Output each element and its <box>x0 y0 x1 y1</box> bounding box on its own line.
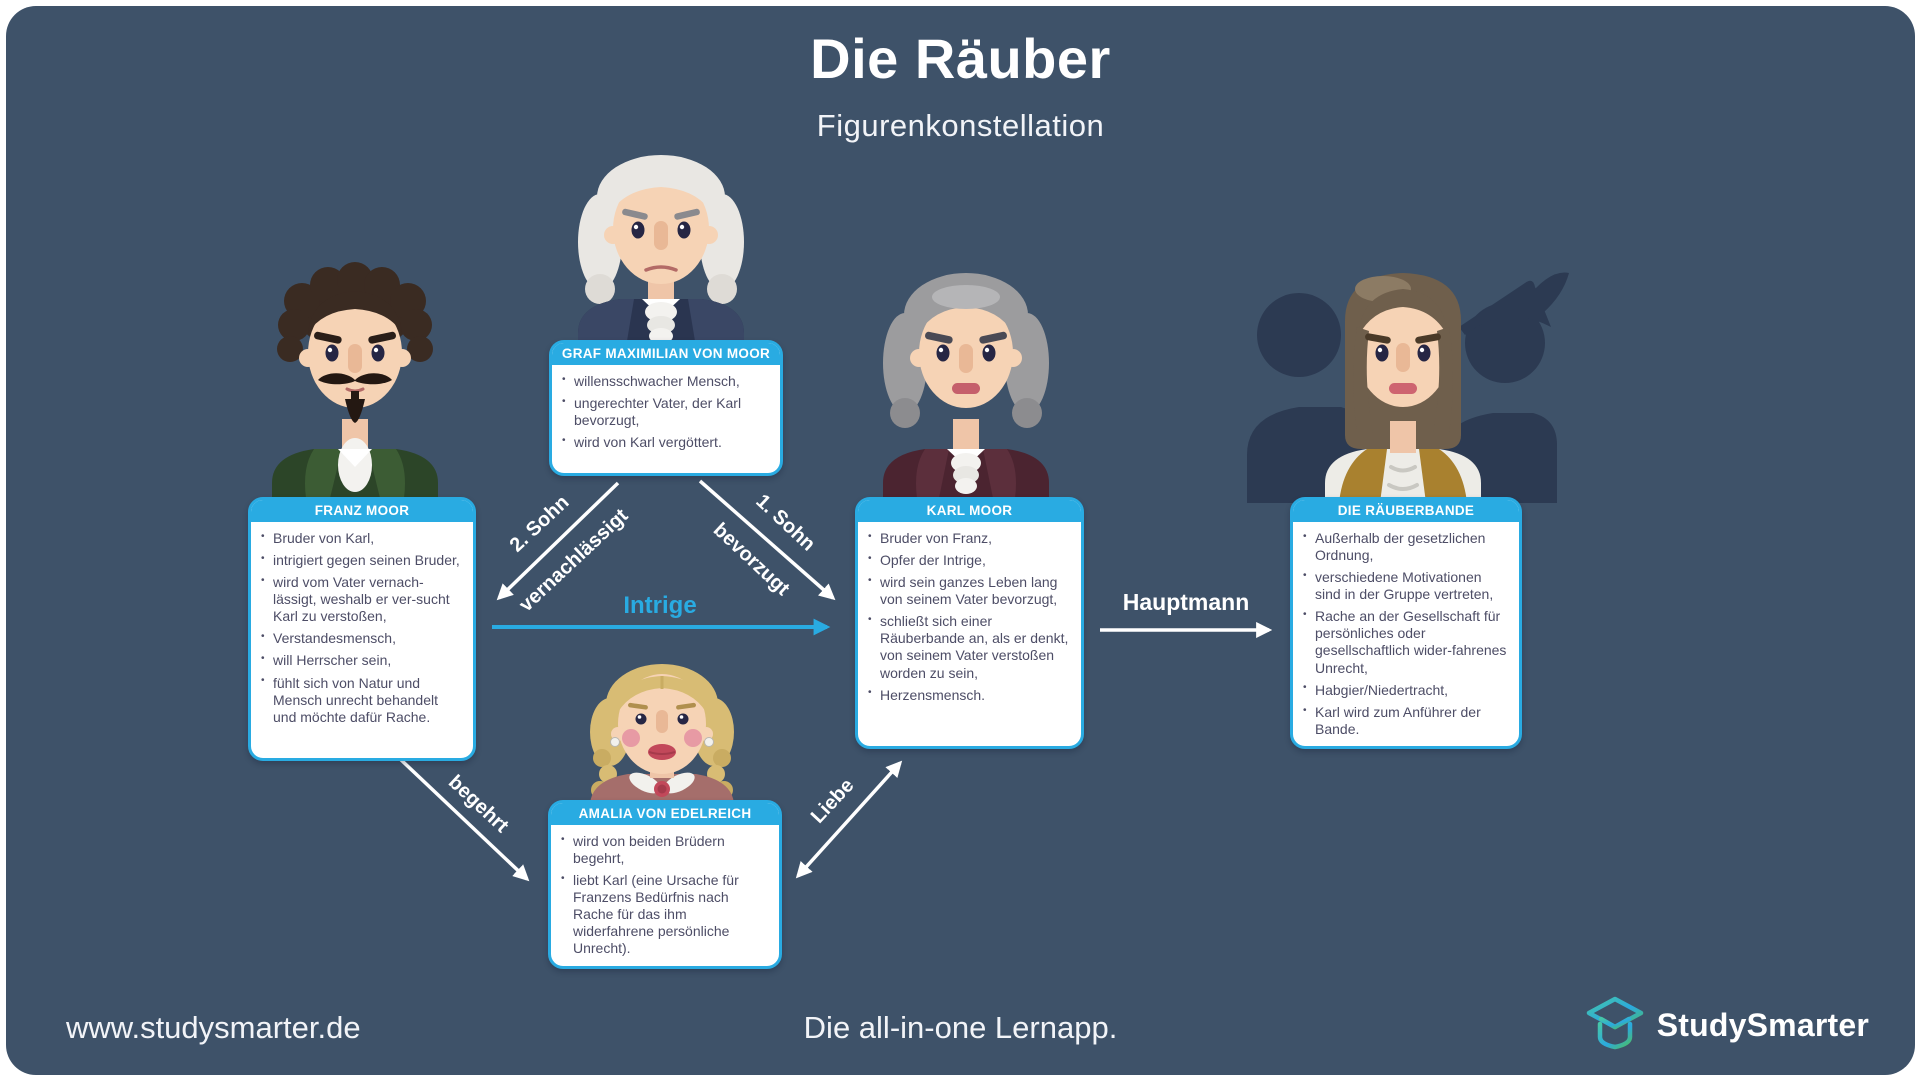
character-card-karl: KARL MOOR Bruder von Franz, Opfer der In… <box>855 497 1084 749</box>
studysmarter-logo-icon <box>1585 994 1645 1057</box>
franz-moor-avatar <box>250 253 460 498</box>
card-title-franz: FRANZ MOOR <box>251 500 473 522</box>
character-card-franz: FRANZ MOOR Bruder von Karl, intrigiert g… <box>248 497 476 761</box>
brand-name: StudySmarter <box>1656 1007 1869 1043</box>
trait-item: Habgier/Niedertracht, <box>1302 682 1510 699</box>
trait-list-karl: Bruder von Franz, Opfer der Intrige, wir… <box>867 530 1072 704</box>
karl-moor-avatar <box>861 253 1071 498</box>
trait-list-franz: Bruder von Karl, intrigiert gegen seinen… <box>260 530 464 726</box>
trait-list-raeuberbande: Außerhalb der gesetzlichen Ordnung, vers… <box>1302 530 1510 738</box>
trait-item: Bruder von Karl, <box>260 530 464 547</box>
footer-brand: StudySmarter <box>1585 994 1869 1057</box>
character-card-amalia: AMALIA VON EDELREICH wird von beiden Brü… <box>548 800 782 969</box>
trait-item: Karl wird zum Anführer der Bande. <box>1302 704 1510 738</box>
card-title-karl: KARL MOOR <box>858 500 1081 522</box>
trait-item: Herzensmensch. <box>867 687 1072 704</box>
card-title-raeuberbande: DIE RÄUBERBANDE <box>1293 500 1519 522</box>
graf-maximilian-avatar <box>556 137 766 347</box>
trait-item: Bruder von Franz, <box>867 530 1072 547</box>
trait-item: schließt sich einer Räuberbande an, als … <box>867 613 1072 681</box>
page-subtitle: Figurenkonstellation <box>816 108 1105 143</box>
raeuberbande-avatar-group <box>1233 243 1573 503</box>
trait-item: wird vom Vater vernach-lässigt, weshalb … <box>260 574 464 625</box>
trait-item: wird von Karl vergöttert. <box>561 434 771 451</box>
trait-item: wird sein ganzes Leben lang von seinem V… <box>867 574 1072 608</box>
trait-item: Außerhalb der gesetzlichen Ordnung, <box>1302 530 1510 564</box>
character-card-graf: GRAF MAXIMILIAN VON MOOR willensschwache… <box>549 340 783 476</box>
page-title: Die Räuber <box>810 27 1111 90</box>
trait-item: intrigiert gegen seinen Bruder, <box>260 552 464 569</box>
trait-item: ungerechter Vater, der Karl bevorzugt, <box>561 395 771 429</box>
trait-item: Opfer der Intrige, <box>867 552 1072 569</box>
amalia-avatar <box>562 652 762 817</box>
trait-item: Verstandesmensch, <box>260 630 464 647</box>
trait-item: wird von beiden Brüdern begehrt, <box>560 833 770 867</box>
trait-item: verschiedene Motivationen sind in der Gr… <box>1302 569 1510 603</box>
trait-list-graf: willensschwacher Mensch, ungerechter Vat… <box>561 373 771 451</box>
trait-item: willensschwacher Mensch, <box>561 373 771 390</box>
trait-item: will Herrscher sein, <box>260 652 464 669</box>
trait-list-amalia: wird von beiden Brüdern begehrt, liebt K… <box>560 833 770 958</box>
trait-item: fühlt sich von Natur und Mensch unrecht … <box>260 675 464 726</box>
robber-silhouette-right <box>1439 272 1569 503</box>
card-title-amalia: AMALIA VON EDELREICH <box>551 803 779 825</box>
footer-tagline: Die all-in-one Lernapp. <box>803 1010 1118 1045</box>
trait-item: liebt Karl (eine Ursache für Franzens Be… <box>560 872 770 957</box>
trait-item: Rache an der Gesellschaft für persönlich… <box>1302 608 1510 676</box>
footer-website-url: www.studysmarter.de <box>66 1010 361 1045</box>
character-card-raeuberbande: DIE RÄUBERBANDE Außerhalb der gesetzlich… <box>1290 497 1522 749</box>
card-title-graf: GRAF MAXIMILIAN VON MOOR <box>552 343 780 365</box>
